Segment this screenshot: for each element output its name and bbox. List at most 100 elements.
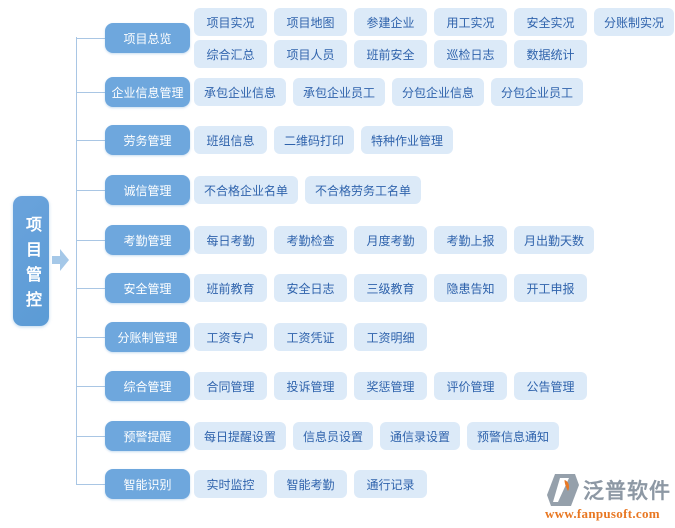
sub-item[interactable]: 智能考勤: [274, 470, 347, 498]
sub-item[interactable]: 工资专户: [194, 323, 267, 351]
vendor-logo: 泛普软件 www.fanpusoft.com: [545, 472, 673, 522]
branch-connector-line: [76, 91, 105, 93]
fanpu-logo-icon: [547, 474, 579, 506]
category-node[interactable]: 预警提醒: [105, 421, 190, 451]
sub-item[interactable]: 分账制实况: [594, 8, 675, 36]
category-node[interactable]: 分账制管理: [105, 322, 190, 352]
category-group: 预警提醒每日提醒设置信息员设置通信录设置预警信息通知: [105, 421, 560, 451]
branch-connector-line: [76, 483, 105, 485]
category-group: 综合管理合同管理投诉管理奖惩管理评价管理公告管理: [105, 371, 587, 401]
sub-item[interactable]: 项目实况: [194, 8, 267, 36]
sub-item[interactable]: 隐患告知: [434, 274, 507, 302]
category-node[interactable]: 安全管理: [105, 273, 190, 303]
vendor-url[interactable]: www.fanpusoft.com: [545, 506, 660, 521]
sub-item-row: 班前教育安全日志三级教育隐患告知开工申报: [194, 274, 587, 302]
sub-item[interactable]: 不合格企业名单: [194, 176, 299, 204]
sub-item-row: 不合格企业名单不合格劳务工名单: [194, 176, 422, 204]
category-node[interactable]: 企业信息管理: [105, 77, 190, 107]
category-group: 诚信管理不合格企业名单不合格劳务工名单: [105, 175, 422, 205]
sub-item-rows: 每日考勤考勤检查月度考勤考勤上报月出勤天数: [194, 226, 595, 254]
branch-connector-line: [76, 189, 105, 191]
branch-connector-line: [76, 435, 105, 437]
sub-item[interactable]: 工资明细: [354, 323, 427, 351]
sub-item[interactable]: 承包企业员工: [293, 78, 386, 106]
sub-item[interactable]: 二维码打印: [274, 126, 355, 154]
sub-item-rows: 每日提醒设置信息员设置通信录设置预警信息通知: [194, 422, 560, 450]
sub-item-rows: 项目实况项目地图参建企业用工实况安全实况分账制实况综合汇总项目人员班前安全巡检日…: [194, 8, 675, 68]
branch-connector-line: [76, 139, 105, 141]
category-node[interactable]: 诚信管理: [105, 175, 190, 205]
sub-item[interactable]: 项目地图: [274, 8, 347, 36]
sub-item-row: 承包企业信息承包企业员工分包企业信息分包企业员工: [194, 78, 584, 106]
branch-connector-line: [76, 385, 105, 387]
sub-item-row: 综合汇总项目人员班前安全巡检日志数据统计: [194, 40, 674, 68]
sub-item[interactable]: 合同管理: [194, 372, 267, 400]
sub-item-row: 工资专户工资凭证工资明细: [194, 323, 427, 351]
sub-item[interactable]: 通信录设置: [380, 422, 461, 450]
category-node[interactable]: 劳务管理: [105, 125, 190, 155]
sub-item[interactable]: 投诉管理: [274, 372, 347, 400]
sub-item[interactable]: 参建企业: [354, 8, 427, 36]
sub-item[interactable]: 开工申报: [514, 274, 587, 302]
sub-item[interactable]: 班组信息: [194, 126, 267, 154]
sub-item-rows: 班组信息二维码打印特种作业管理: [194, 126, 454, 154]
sub-item-rows: 承包企业信息承包企业员工分包企业信息分包企业员工: [194, 78, 584, 106]
sub-item-rows: 工资专户工资凭证工资明细: [194, 323, 427, 351]
sub-item[interactable]: 奖惩管理: [354, 372, 427, 400]
sub-item-rows: 实时监控智能考勤通行记录: [194, 470, 427, 498]
sub-item-row: 合同管理投诉管理奖惩管理评价管理公告管理: [194, 372, 587, 400]
category-group: 项目总览项目实况项目地图参建企业用工实况安全实况分账制实况综合汇总项目人员班前安…: [105, 8, 675, 68]
sub-item-row: 每日提醒设置信息员设置通信录设置预警信息通知: [194, 422, 560, 450]
sub-item[interactable]: 分包企业信息: [392, 78, 485, 106]
sub-item[interactable]: 每日提醒设置: [194, 422, 287, 450]
sub-item[interactable]: 班前教育: [194, 274, 267, 302]
sub-item[interactable]: 数据统计: [514, 40, 587, 68]
sub-item[interactable]: 三级教育: [354, 274, 427, 302]
category-node[interactable]: 智能识别: [105, 469, 190, 499]
sub-item[interactable]: 信息员设置: [293, 422, 374, 450]
category-group: 安全管理班前教育安全日志三级教育隐患告知开工申报: [105, 273, 587, 303]
sub-item[interactable]: 特种作业管理: [361, 126, 454, 154]
category-node[interactable]: 考勤管理: [105, 225, 190, 255]
category-group: 智能识别实时监控智能考勤通行记录: [105, 469, 427, 499]
sub-item[interactable]: 安全实况: [514, 8, 587, 36]
sub-item[interactable]: 项目人员: [274, 40, 347, 68]
sub-item[interactable]: 每日考勤: [194, 226, 267, 254]
vendor-name: 泛普软件: [583, 480, 671, 503]
sub-item[interactable]: 综合汇总: [194, 40, 267, 68]
sub-item[interactable]: 用工实况: [434, 8, 507, 36]
sub-item-row: 项目实况项目地图参建企业用工实况安全实况分账制实况: [194, 8, 675, 36]
sub-item[interactable]: 考勤上报: [434, 226, 507, 254]
sub-item[interactable]: 预警信息通知: [467, 422, 560, 450]
sub-item[interactable]: 考勤检查: [274, 226, 347, 254]
sub-item[interactable]: 月出勤天数: [514, 226, 595, 254]
sub-item[interactable]: 公告管理: [514, 372, 587, 400]
category-node[interactable]: 项目总览: [105, 23, 190, 53]
sub-item[interactable]: 月度考勤: [354, 226, 427, 254]
sub-item-rows: 合同管理投诉管理奖惩管理评价管理公告管理: [194, 372, 587, 400]
sub-item[interactable]: 工资凭证: [274, 323, 347, 351]
sub-item[interactable]: 评价管理: [434, 372, 507, 400]
branch-connector-line: [76, 287, 105, 289]
branch-connector-line: [76, 37, 105, 39]
sub-item-row: 实时监控智能考勤通行记录: [194, 470, 427, 498]
trunk-connector-line: [76, 37, 77, 484]
sub-item[interactable]: 巡检日志: [434, 40, 507, 68]
sub-item[interactable]: 承包企业信息: [194, 78, 287, 106]
sub-item[interactable]: 安全日志: [274, 274, 347, 302]
root-node-project-control[interactable]: 项目管控: [13, 196, 49, 326]
category-group: 分账制管理工资专户工资凭证工资明细: [105, 322, 427, 352]
sub-item[interactable]: 实时监控: [194, 470, 267, 498]
branch-connector-line: [76, 239, 105, 241]
sub-item-rows: 班前教育安全日志三级教育隐患告知开工申报: [194, 274, 587, 302]
sub-item[interactable]: 分包企业员工: [491, 78, 584, 106]
category-group: 劳务管理班组信息二维码打印特种作业管理: [105, 125, 454, 155]
category-node[interactable]: 综合管理: [105, 371, 190, 401]
arrow-right-icon: [52, 249, 69, 271]
branch-connector-line: [76, 336, 105, 338]
sub-item[interactable]: 不合格劳务工名单: [305, 176, 422, 204]
sub-item-rows: 不合格企业名单不合格劳务工名单: [194, 176, 422, 204]
sub-item[interactable]: 班前安全: [354, 40, 427, 68]
sub-item[interactable]: 通行记录: [354, 470, 427, 498]
